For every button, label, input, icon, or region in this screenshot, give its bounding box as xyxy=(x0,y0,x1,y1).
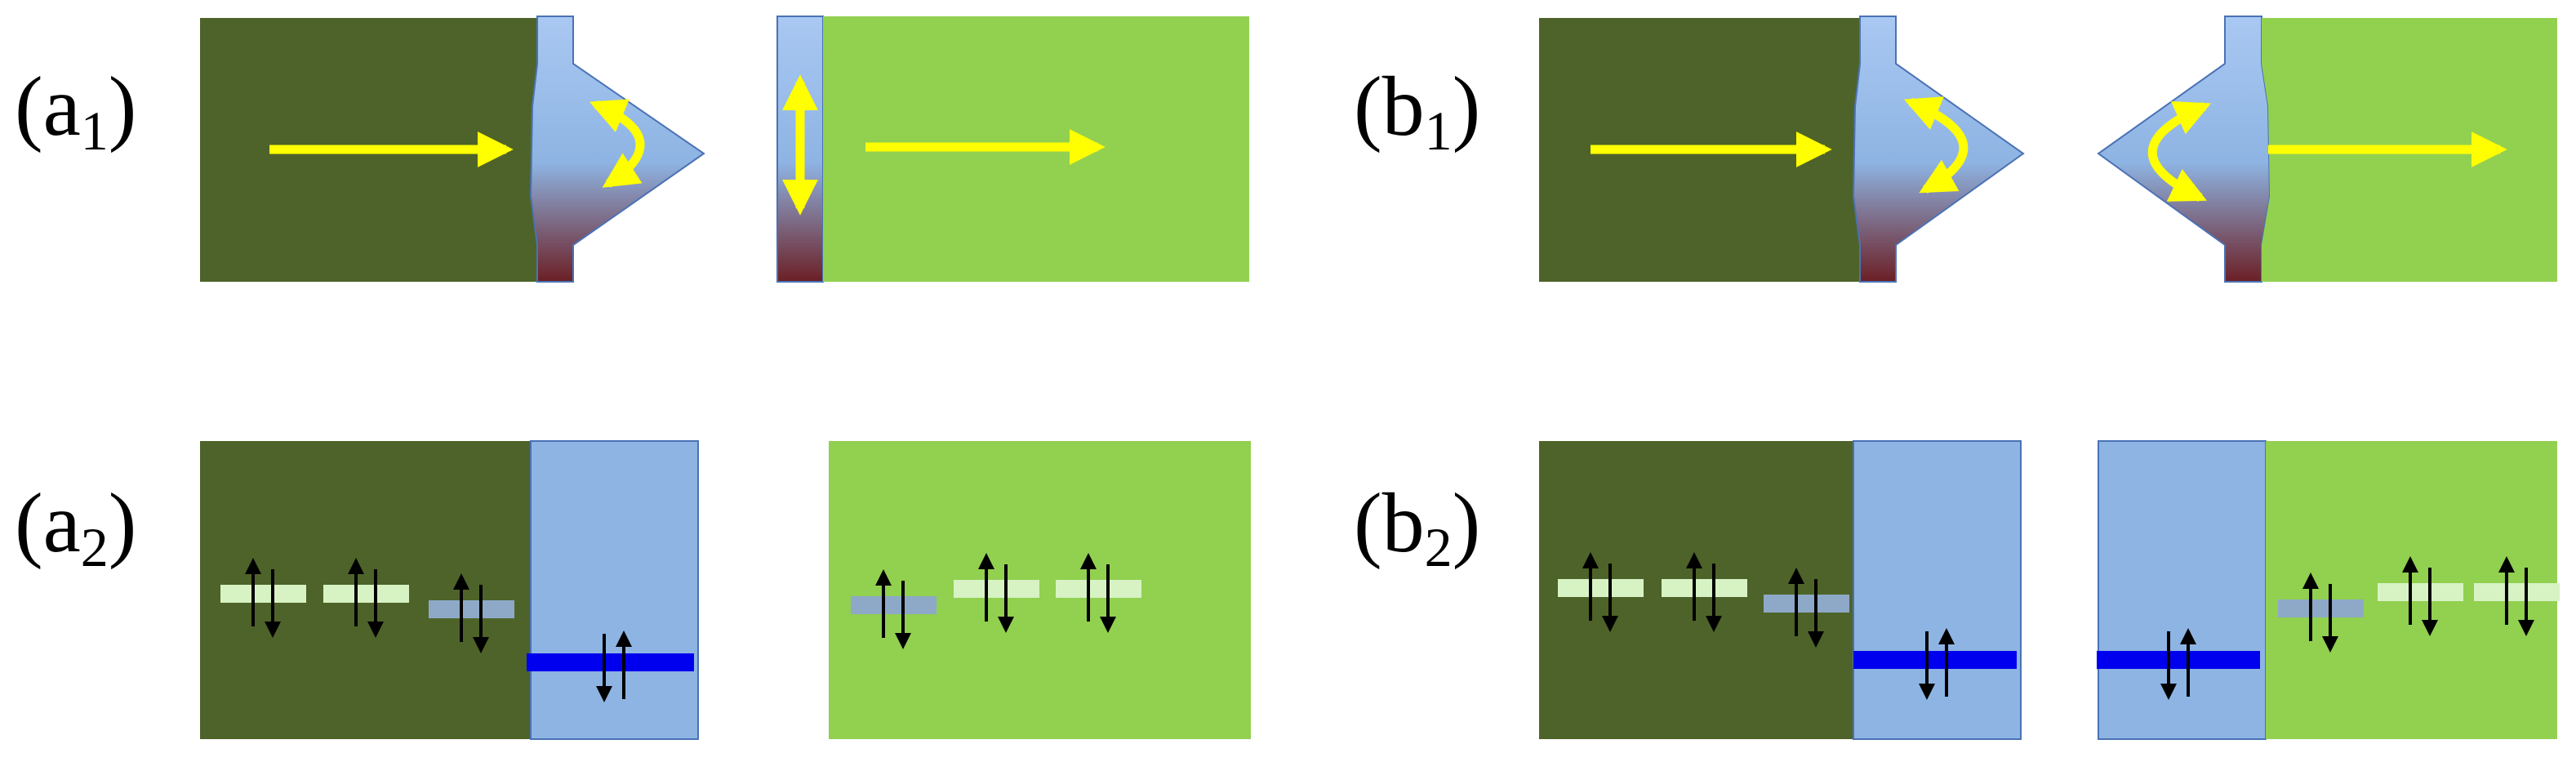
b2-level-6 xyxy=(2474,583,2560,601)
spin-up-down-icon xyxy=(348,558,384,638)
b2-level-deep-left xyxy=(1853,651,2017,669)
a2-barrier xyxy=(530,440,699,740)
panel-b2 xyxy=(1539,440,2560,740)
b2-left-barrier xyxy=(1853,440,2022,740)
b2-level-deep-right xyxy=(2097,651,2260,669)
b1-right-barrier xyxy=(2097,16,2271,283)
spin-down-up-icon xyxy=(596,631,632,702)
a1-barrier xyxy=(529,16,705,283)
spin-up-down-icon xyxy=(1582,552,1618,632)
spin-up-down-icon xyxy=(2498,556,2534,636)
a2-right-block xyxy=(829,441,1251,739)
spin-up-down-icon xyxy=(978,553,1014,633)
spin-up-down-icon xyxy=(453,573,489,653)
panel-a2 xyxy=(200,440,1251,740)
b1-right-reflection-arrow xyxy=(2147,101,2212,202)
spin-up-down-icon xyxy=(2302,573,2338,653)
panel-a1 xyxy=(200,16,1249,283)
a2-level-deep xyxy=(527,653,694,671)
a2-level-4 xyxy=(851,596,937,614)
spin-down-up-icon xyxy=(1919,628,1955,700)
spin-up-down-icon xyxy=(1788,568,1824,648)
panel-b1 xyxy=(1539,16,2557,283)
label-a1: (a1) xyxy=(15,60,136,162)
b2-level-4 xyxy=(2278,599,2364,617)
a2-level-1 xyxy=(220,585,306,603)
spin-up-down-icon xyxy=(2402,556,2438,636)
label-a2: (a2) xyxy=(15,476,136,578)
a1-reflection-arrow xyxy=(589,99,645,188)
b2-level-1 xyxy=(1558,579,1644,597)
spin-up-down-icon xyxy=(875,569,911,649)
b2-right-barrier xyxy=(2098,440,2267,740)
spin-down-up-icon xyxy=(2160,628,2196,700)
label-b1: (b1) xyxy=(1354,60,1480,162)
b1-left-reflection-arrow xyxy=(1903,96,1969,194)
b2-level-3 xyxy=(1764,595,1849,613)
a2-level-3 xyxy=(429,600,514,618)
a2-level-2 xyxy=(323,585,409,603)
b2-level-2 xyxy=(1662,579,1747,597)
spin-up-down-icon xyxy=(1080,553,1116,633)
a2-level-5 xyxy=(954,580,1039,598)
spin-up-down-icon xyxy=(245,558,281,638)
spin-up-down-icon xyxy=(1686,552,1722,632)
b1-left-barrier xyxy=(1852,16,2025,283)
label-b2: (b2) xyxy=(1354,476,1480,578)
b2-level-5 xyxy=(2378,583,2463,601)
a2-level-6 xyxy=(1056,580,1141,598)
